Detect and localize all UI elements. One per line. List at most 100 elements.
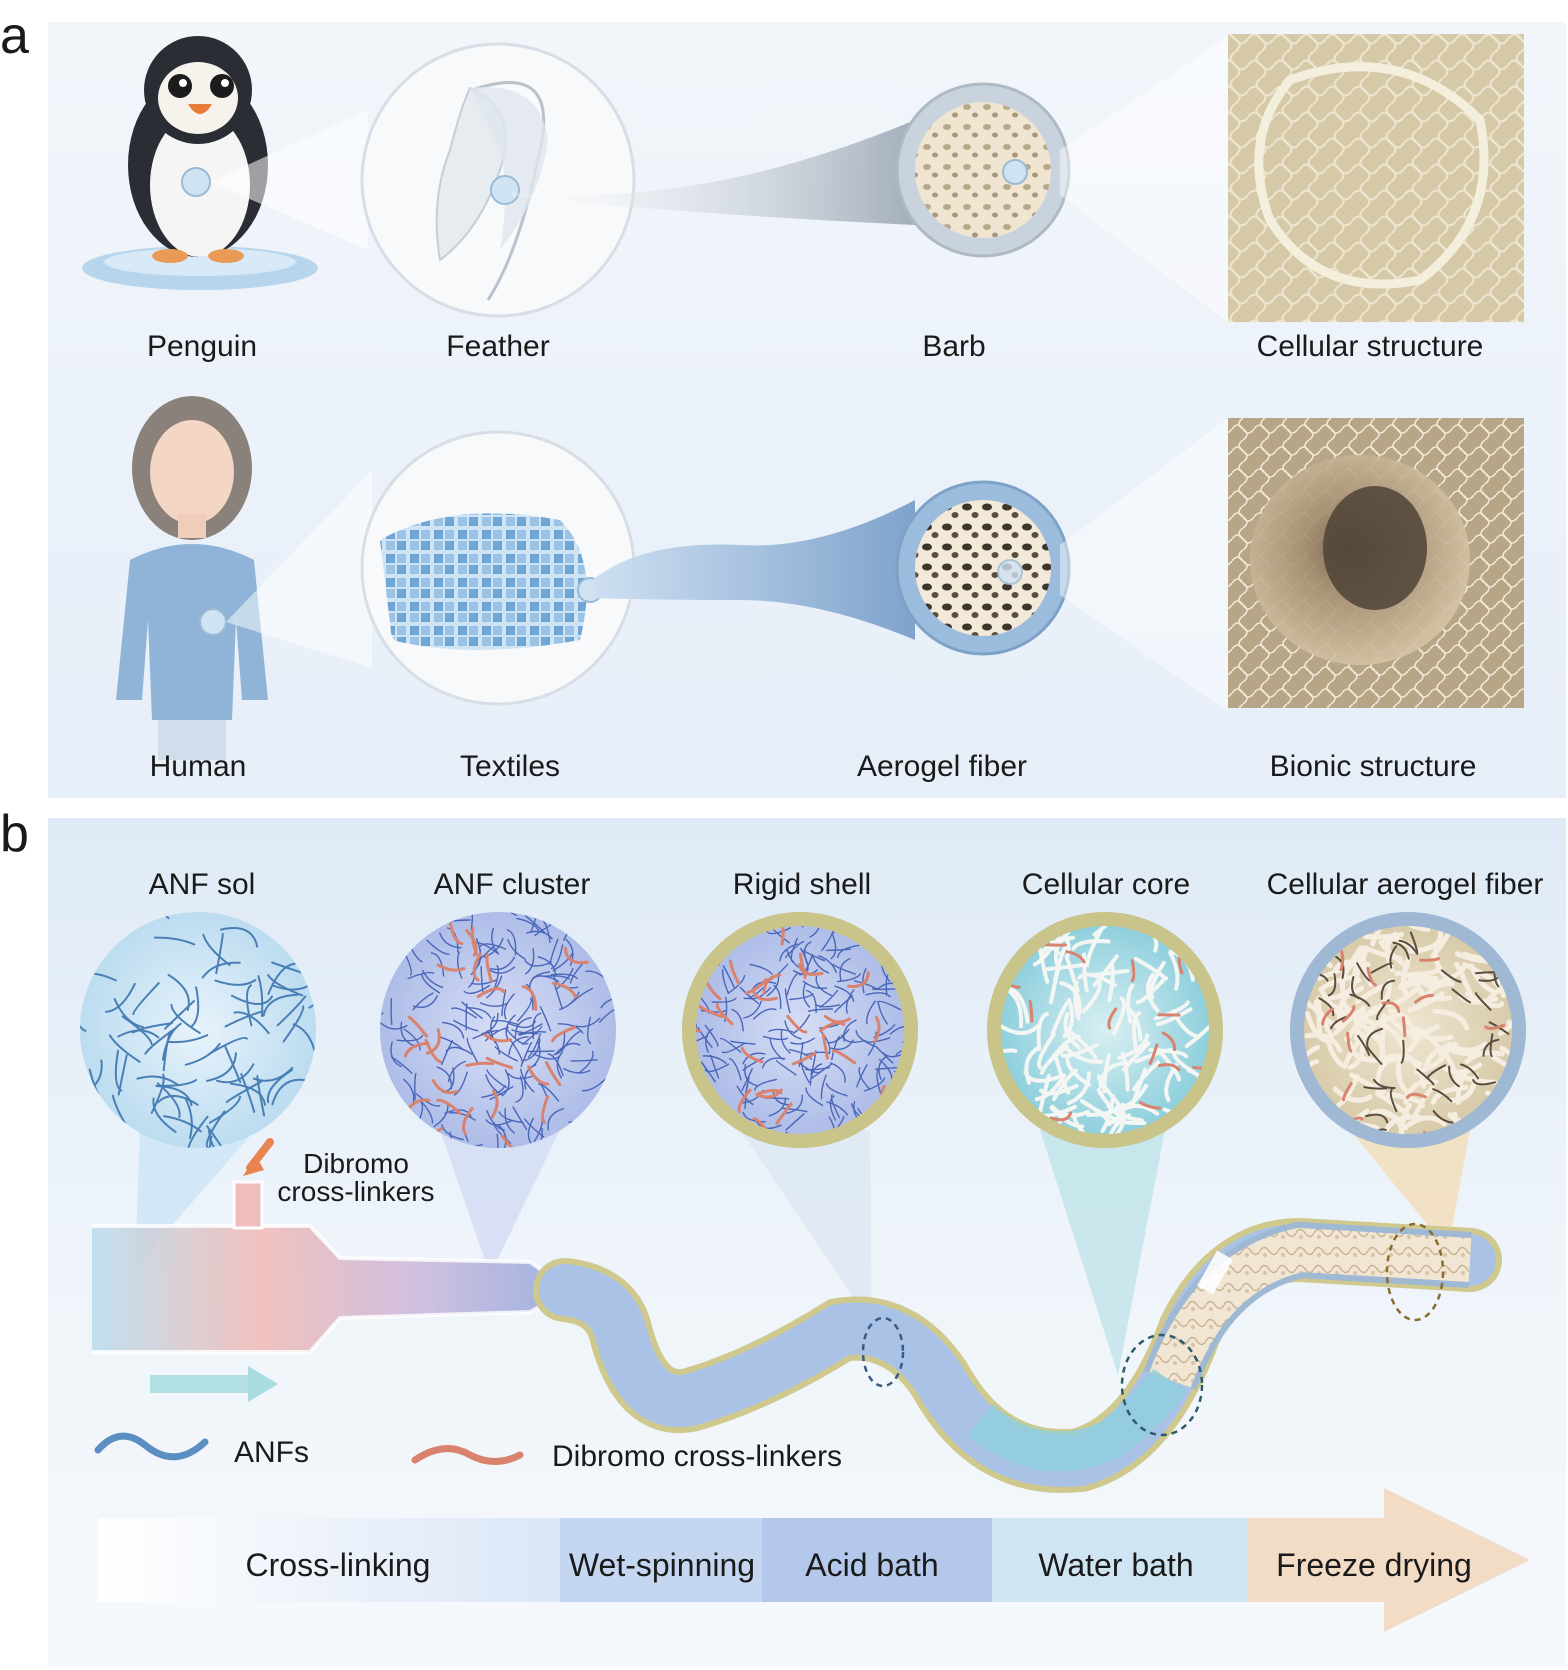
label-penguin: Penguin [146,330,258,363]
aerogel-fiber-cross-section [895,480,1071,656]
texture-strand [756,1088,783,1099]
texture-strand [697,1026,713,1048]
texture-strand [262,993,299,1017]
texture-strand [867,1031,877,1056]
texture-strand [793,1014,811,1034]
texture-strand [749,963,773,975]
texture-strand [825,1082,848,1097]
texture-strand [1349,993,1371,1007]
stage-label-wet-spinning: Wet-spinning [568,1547,756,1583]
texture-strand [1050,1000,1071,1037]
texture-strand [1066,1071,1091,1106]
texture-strand [754,1078,777,1091]
texture-strand [1064,954,1080,993]
texture-strand [740,1046,764,1064]
texture-strand [762,973,782,995]
texture-strand [433,1103,449,1128]
legend-crosslinker-label: Dibromo cross-linkers [552,1440,843,1473]
label-bionic-structure: Bionic structure [1269,750,1477,783]
texture-strand [874,1066,901,1070]
texture-strand [449,1111,476,1121]
texture-strand [457,1143,483,1148]
texture-strand [1008,989,1024,1029]
texture-strand [1145,972,1160,1013]
texture-strand [800,947,809,973]
texture-strand [1405,1115,1447,1128]
texture-strand [1318,997,1335,1017]
texture-strand [166,1034,209,1044]
texture-strand [121,1015,153,1045]
texture-strand [1341,1005,1356,1023]
texture-strand [877,1001,888,1025]
texture-strand [600,995,616,1009]
texture-strand [780,1029,791,1054]
texture-strand [1102,1053,1111,1094]
zoom-cone [226,470,372,668]
texture-strand [498,1111,524,1124]
texture-strand [819,1021,846,1033]
texture-strand [752,989,778,1002]
zoom-funnel [440,1130,560,1275]
texture-strand [876,1068,882,1094]
texture-strand [721,1042,746,1054]
texture-strand [446,927,459,953]
texture-strand [1106,1119,1147,1126]
texture-strand [742,1111,767,1123]
texture-strand [1365,1113,1389,1124]
texture-strand [1489,1033,1494,1058]
texture-strand [853,980,878,990]
texture-strand [878,1055,888,1081]
texture-strand [414,1073,417,1101]
texture-strand [840,1034,866,1043]
texture-strand [728,959,741,985]
texture-strand [524,959,552,967]
texture-strand [526,930,553,940]
texture-strand [811,1063,833,1079]
texture-strand [105,982,136,1013]
texture-strand [1378,939,1410,970]
texture-strand [698,1005,724,1018]
texture-strand [447,1060,466,1083]
texture-strand [527,1033,542,1058]
texture-strand [784,940,805,959]
stage-label-freeze-drying: Freeze drying [1276,1547,1472,1583]
texture-strand [539,1006,552,1032]
texture-strand [1460,1063,1480,1080]
texture-strand [445,1046,473,1055]
texture-strand [1038,1073,1051,1113]
texture-strand [456,951,463,979]
texture-strand [821,1033,829,1060]
texture-strand [547,1108,565,1131]
texture-strand [436,1098,462,1116]
texture-strand [184,1042,221,1066]
texture-strand [490,1089,499,1119]
texture-strand [1341,1082,1353,1102]
texture-strand [1392,941,1410,960]
texture-strand [442,1021,465,1039]
texture-strand [448,919,464,946]
texture-strand [1369,978,1392,1016]
texture-strand [563,946,589,965]
label-dibromo-line1: Dibromo [303,1148,409,1179]
spun-fiber [533,1217,1502,1493]
texture-strand [1123,1004,1143,1042]
texture-strand [503,993,515,1020]
texture-strand [483,1033,512,1043]
texture-strand [831,1036,841,1061]
texture-strand [439,1036,464,1051]
texture-strand [1339,956,1361,995]
texture-strand [832,963,856,975]
texture-strand [308,975,316,1009]
texture-strand [1357,1034,1370,1056]
texture-strand [1401,1016,1407,1038]
texture-strand [1420,981,1455,1008]
texture-strand [425,1028,441,1055]
penguin-illustration [82,36,318,290]
texture-strand [500,1134,522,1148]
texture-strand [441,1040,454,1066]
texture-strand [202,933,231,966]
texture-strand [1409,931,1419,955]
texture-strand [1086,1102,1125,1117]
texture-strand [1184,1020,1209,1048]
stage-label-acid-bath: Acid bath [805,1547,939,1583]
